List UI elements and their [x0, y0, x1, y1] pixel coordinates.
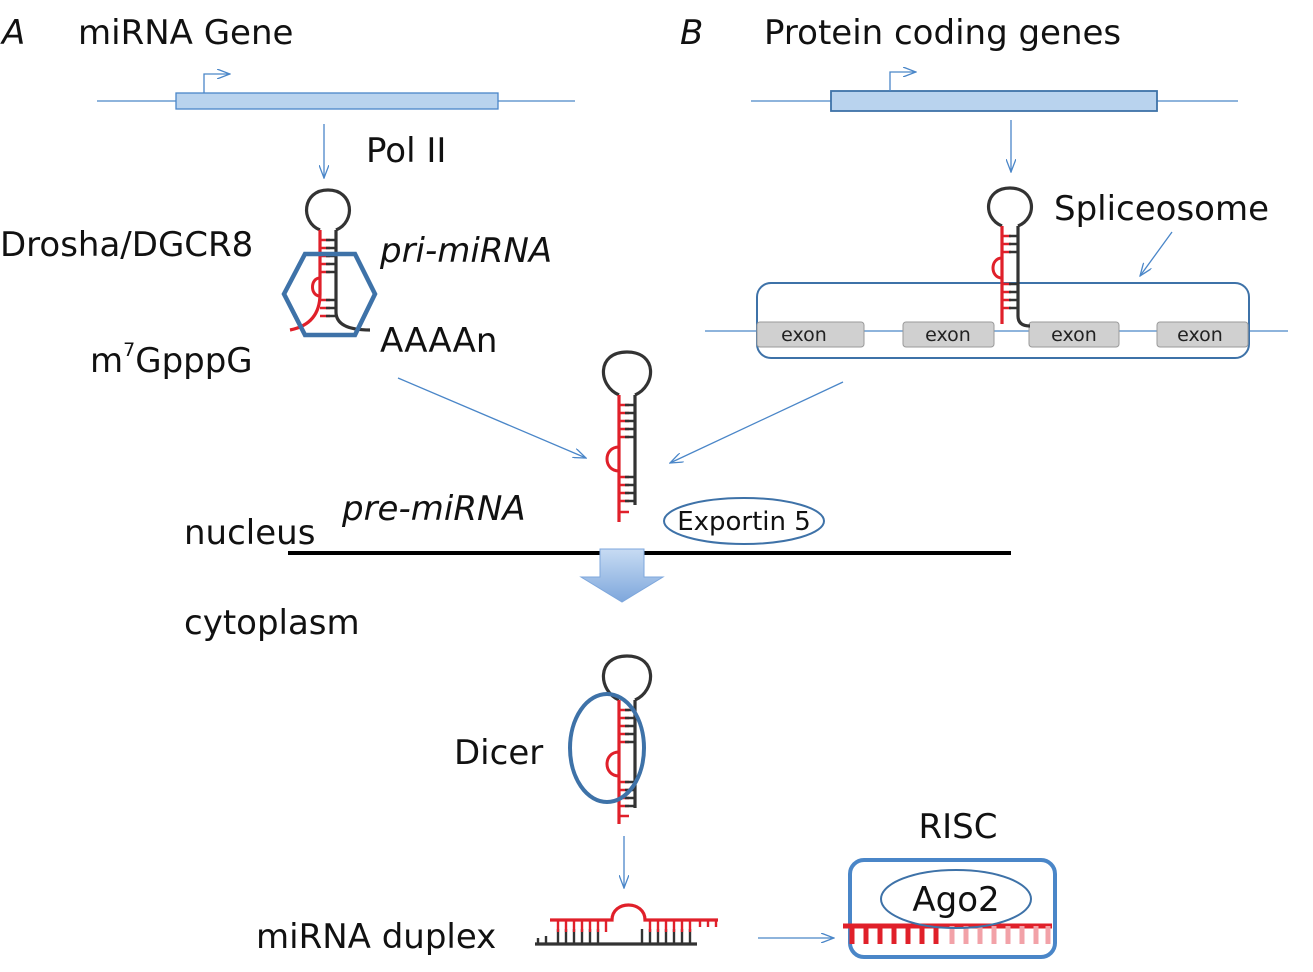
intronic-hairpin [986, 186, 1034, 328]
intronic-red-rungs [1002, 234, 1011, 310]
protein-coding-gene [751, 72, 1238, 112]
cytoplasm-label: cytoplasm [184, 603, 360, 643]
drosha-label: Drosha/DGCR8 [0, 225, 253, 265]
duplex-red-strand [550, 903, 718, 922]
pre-bulge [605, 445, 620, 473]
exon-2-box [902, 321, 995, 348]
coding-tss-arrow [889, 72, 916, 91]
nucleus-label: nucleus [184, 513, 315, 553]
intronic-dark-strand [1016, 226, 1031, 328]
cap-superscript: 7 [123, 339, 135, 361]
duplex-red-rungs [556, 920, 718, 932]
risc-box [848, 858, 1057, 959]
coding-gene-box [830, 90, 1158, 112]
exon-1-box [756, 321, 865, 348]
cap-suffix: GpppG [135, 341, 252, 381]
intronic-bulge [991, 256, 1003, 280]
pri-to-pre-arrow [397, 377, 586, 458]
pri-mirna-label: pri-miRNA [379, 231, 552, 271]
intronic-dark-rungs [1009, 234, 1018, 310]
pre-loop [601, 350, 653, 397]
panel-b-title: Protein coding genes [764, 13, 1121, 53]
panel-a-letter: A [0, 13, 25, 53]
dicer-hairpin [568, 654, 653, 824]
risc-complex: Ago2 [843, 858, 1057, 959]
duplex-dark-rungs [536, 929, 692, 944]
exon-2-label: exon [925, 324, 971, 346]
risc-label: RISC [919, 807, 998, 847]
pre-red-rungs [619, 403, 629, 514]
exportin-ellipse [663, 497, 825, 545]
panel-a-title: miRNA Gene [78, 13, 293, 53]
exon-1-label: exon [781, 324, 827, 346]
drosha-dgcr8-hexagon [281, 251, 378, 338]
pri-red-strand [289, 230, 322, 332]
spliceosome-pointer-arrow [1140, 231, 1173, 276]
exon-3-box [1028, 321, 1120, 348]
spliceosome-label: Spliceosome [1054, 189, 1269, 229]
mirna-gene-box [175, 92, 499, 110]
exon-4-label: exon [1177, 324, 1223, 346]
pol2-label: Pol II [366, 131, 446, 171]
panel-b-letter: B [680, 13, 703, 53]
dicer-ellipse [568, 692, 646, 804]
duplex-label: miRNA duplex [256, 917, 496, 957]
pre-mirna-label: pre-miRNA [341, 489, 526, 529]
pre-dark-rungs [625, 403, 635, 503]
mirna-gene [97, 74, 575, 110]
intron-exon-region: exon exon exon exon [705, 282, 1288, 359]
exportin-label: Exportin 5 [677, 507, 811, 537]
pri-bulge [311, 276, 321, 298]
splice-to-pre-arrow [670, 381, 844, 463]
pri-dark-strand [334, 230, 371, 332]
cap-prefix: m [90, 341, 123, 381]
dicer-label: Dicer [454, 733, 543, 773]
ago2-label: Ago2 [912, 880, 999, 920]
nuclear-export-arrow [579, 548, 665, 603]
risc-bound-rungs [849, 926, 939, 944]
pri-loop [304, 188, 352, 232]
dicer-loop [601, 654, 653, 702]
pre-mirna-hairpin [601, 350, 653, 522]
dicer-bulge [605, 750, 620, 778]
intronic-loop [986, 186, 1034, 228]
mirna-tss-arrow [203, 74, 230, 93]
exon-3-label: exon [1051, 324, 1097, 346]
pri-mirna-hairpin [281, 188, 378, 338]
risc-faded-rungs [949, 926, 1051, 944]
mirna-duplex [535, 903, 718, 946]
exon-4-box [1156, 321, 1249, 348]
polya-label: AAAAn [380, 321, 497, 361]
ago2-ellipse [880, 869, 1032, 929]
cap-label: m7GpppG [90, 339, 253, 381]
